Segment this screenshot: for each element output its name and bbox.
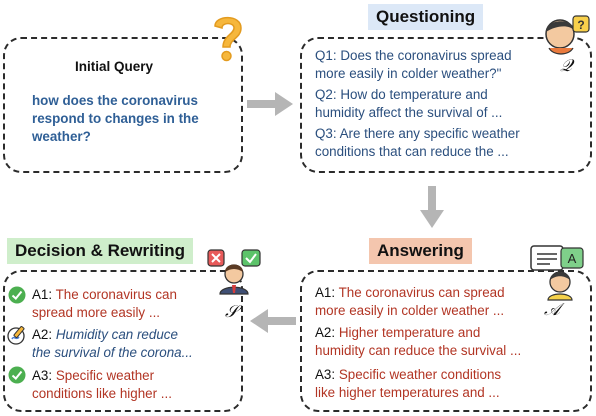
question-mark-icon (214, 16, 242, 62)
question-line-3: Q2: How do temperature and (315, 86, 488, 104)
questioning-box (300, 37, 592, 173)
arrow-left-icon (250, 309, 296, 333)
answer-line-1: A1: The coronavirus can spread (315, 284, 505, 302)
check-circle-icon-2 (8, 366, 26, 384)
question-text-1: Does the coronavirus spread (340, 48, 512, 63)
initial-query-box (3, 37, 243, 173)
answer-text-3: Specific weather conditions (338, 367, 502, 382)
question-label-2: Q2: (315, 87, 337, 102)
question-label-3: Q3: (315, 126, 337, 141)
decision-label-2: A2: (32, 327, 53, 342)
decision-line-1: A1: The coronavirus can (32, 286, 177, 304)
question-text-1b: more easily in colder weather?" (315, 66, 502, 81)
question-text-3: Are there any specific weather (339, 126, 520, 141)
question-text-3b: conditions that can reduce the ... (315, 144, 509, 159)
decision-line-3: A2: Humidity can reduce (32, 326, 178, 344)
check-circle-icon (8, 286, 26, 304)
answer-text-2: Higher temperature and (338, 325, 481, 340)
answer-line-6: like higher temperatures and ... (315, 384, 500, 402)
answer-label-3: A3: (315, 367, 336, 382)
answer-line-3: A2: Higher temperature and (315, 324, 480, 342)
decision-label-1: A1: (32, 287, 53, 302)
decision-line-6: conditions like higher ... (32, 385, 172, 403)
answer-text-1: The coronavirus can spread (338, 285, 505, 300)
question-line-5: Q3: Are there any specific weather (315, 125, 520, 143)
decision-text-3: Specific weather (55, 368, 155, 383)
decision-symbol: 𝒮 (225, 302, 239, 322)
decision-maker-avatar-icon (207, 249, 261, 295)
answer-bubble-letter: A (568, 251, 577, 266)
question-text-2: How do temperature and (340, 87, 488, 102)
question-text-2b: humidity affect the survival of ... (315, 105, 503, 120)
answering-symbol: 𝒜 (544, 300, 561, 320)
decision-title: Decision & Rewriting (7, 238, 194, 264)
decision-text-2: Humidity can reduce (55, 327, 178, 342)
decision-text-1: The coronavirus can (55, 287, 177, 302)
decision-text-2b: the survival of the corona... (32, 345, 193, 360)
decision-line-2: spread more easily ... (32, 304, 160, 322)
question-line-1: Q1: Does the coronavirus spread (315, 47, 512, 65)
arrow-down-icon (420, 186, 444, 228)
decision-line-4: the survival of the corona... (32, 344, 193, 362)
question-line-2: more easily in colder weather?" (315, 65, 501, 83)
initial-query-text-2: respond to changes in the (32, 111, 199, 126)
answer-text-2b: humidity can reduce the survival ... (315, 343, 522, 358)
initial-query-text-3: weather? (32, 129, 91, 144)
questioning-symbol: 𝒬 (560, 56, 573, 76)
question-label-1: Q1: (315, 48, 337, 63)
answering-title: Answering (369, 238, 472, 264)
questioning-title: Questioning (368, 4, 484, 30)
decision-text-3b: conditions like higher ... (32, 386, 172, 401)
answer-label-1: A1: (315, 285, 336, 300)
decision-line-5: A3: Specific weather (32, 367, 154, 385)
decision-label-3: A3: (32, 368, 53, 383)
question-line-6: conditions that can reduce the ... (315, 143, 509, 161)
questioner-avatar-icon: ? (545, 15, 590, 55)
answer-text-1b: more easily in colder weather ... (315, 303, 505, 318)
question-line-4: humidity affect the survival of ... (315, 104, 502, 122)
edit-icon (7, 326, 25, 345)
initial-query-heading: Initial Query (75, 59, 154, 74)
answerer-avatar-icon: A (530, 245, 584, 301)
answer-line-2: more easily in colder weather ... (315, 302, 504, 320)
svg-text:?: ? (577, 18, 584, 32)
answer-line-4: humidity can reduce the survival ... (315, 342, 521, 360)
answering-box (300, 270, 592, 412)
decision-box (3, 270, 243, 412)
answer-line-5: A3: Specific weather conditions (315, 366, 501, 384)
initial-query-text-1: how does the coronavirus (32, 93, 198, 108)
answer-label-2: A2: (315, 325, 336, 340)
answer-text-3b: like higher temperatures and ... (315, 385, 500, 400)
decision-text-1b: spread more easily ... (32, 305, 161, 320)
arrow-right-icon (247, 92, 293, 116)
